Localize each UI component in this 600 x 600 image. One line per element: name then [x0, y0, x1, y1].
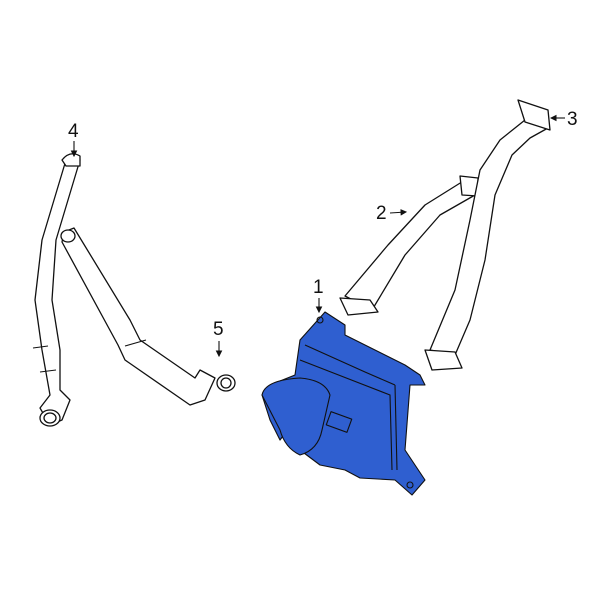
cooler-assembly-1[interactable]	[261, 311, 426, 496]
callout-3: 3	[549, 109, 578, 130]
hose-3[interactable]	[424, 99, 551, 371]
hose-5[interactable]	[60, 227, 236, 406]
svg-text:4: 4	[68, 121, 79, 142]
hose-2[interactable]	[339, 175, 479, 316]
svg-text:5: 5	[213, 319, 224, 340]
callout-5: 5	[213, 319, 224, 358]
svg-text:3: 3	[567, 109, 578, 130]
hose-4[interactable]	[32, 153, 81, 427]
callout-2: 2	[376, 203, 408, 224]
svg-text:1: 1	[313, 277, 324, 298]
svg-text:2: 2	[376, 203, 387, 224]
callout-1: 1	[313, 277, 324, 314]
callout-4: 4	[68, 121, 79, 158]
